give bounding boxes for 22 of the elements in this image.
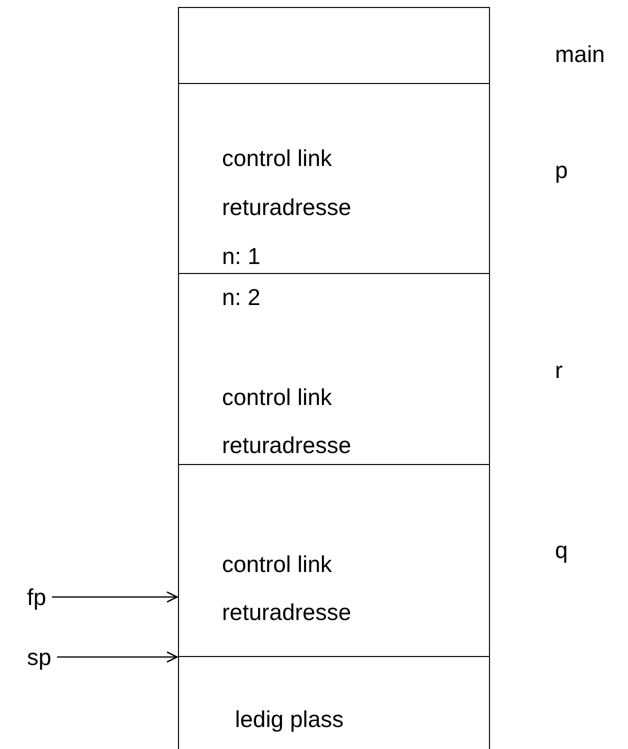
frame-entry: n: 1 — [222, 243, 260, 269]
stack-frame — [178, 7, 490, 84]
arrow — [57, 651, 178, 663]
frame-entry: returadresse — [222, 194, 352, 220]
arrow — [52, 591, 178, 603]
frame-entry: returadresse — [222, 432, 352, 458]
frame-entry: control link — [222, 551, 332, 577]
frame-entry: ledig plass — [235, 706, 344, 732]
frame-name: r — [555, 357, 563, 383]
stack-frame — [178, 464, 490, 657]
stack-frame — [178, 273, 490, 465]
frame-entry: control link — [222, 145, 332, 171]
frame-entry: returadresse — [222, 599, 352, 625]
frame-name: main — [555, 41, 605, 67]
stack-frame — [178, 656, 490, 749]
frame-name: q — [555, 537, 568, 563]
frame-entry: control link — [222, 384, 332, 410]
pointer-label: fp — [27, 584, 46, 610]
stack-frame — [178, 83, 490, 274]
frame-name: p — [555, 157, 568, 183]
pointer-label: sp — [27, 644, 52, 670]
frame-entry: n: 2 — [222, 284, 260, 310]
